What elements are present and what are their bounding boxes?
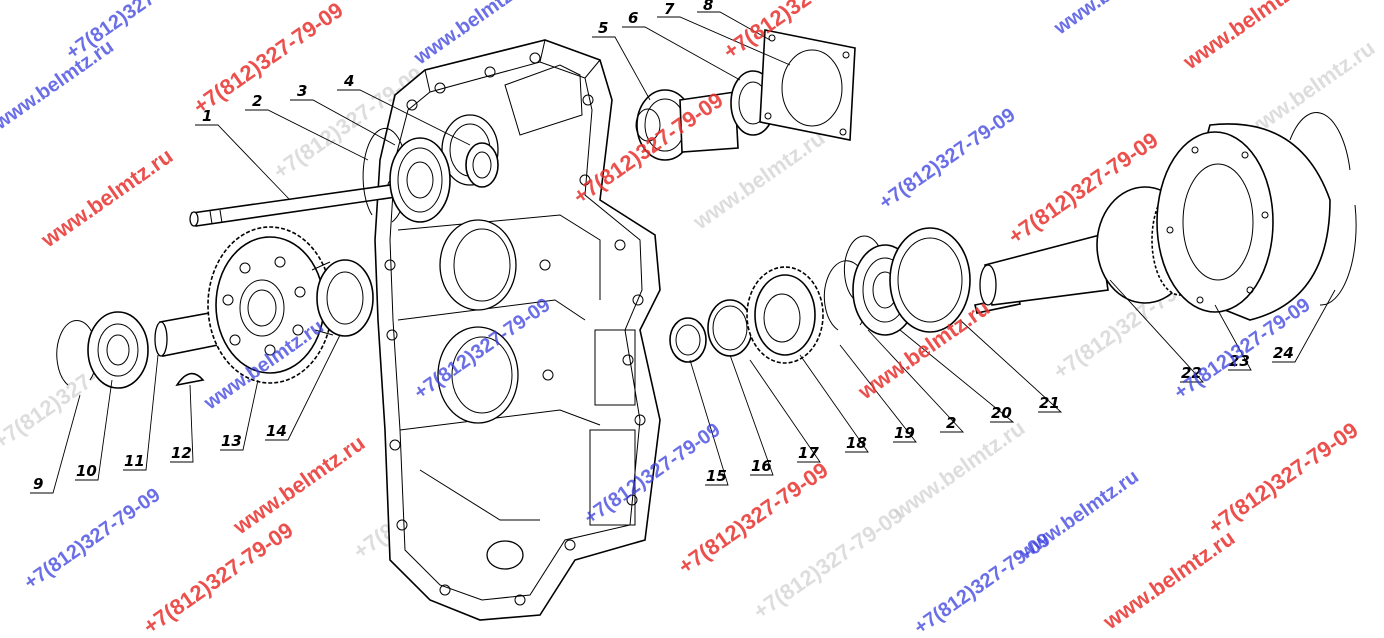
watermark-site: www.belmtz.ru	[228, 430, 370, 540]
part-10-bearing	[87, 311, 149, 389]
part-11-shaft	[154, 311, 219, 357]
watermark-faint-phone: +7(812)327-79-09	[749, 502, 908, 624]
callout-3: 3	[297, 82, 307, 100]
callout-6: 6	[628, 9, 638, 27]
part-21-cup	[889, 227, 971, 333]
callout-5: 5	[598, 19, 608, 37]
callout-11: 11	[124, 452, 145, 470]
part-23-cover	[1156, 123, 1331, 321]
watermark-site: www.belmtz.ru	[0, 36, 118, 135]
callout-9: 9	[33, 475, 43, 493]
callout-labels: 1 2 3 4 5 6 7 8 9 10 11 12 13 14 15 16 1…	[33, 0, 1294, 493]
callout-2: 2	[252, 92, 262, 110]
callout-14: 14	[266, 422, 287, 440]
watermark-site: www.belmtz.ru	[36, 143, 178, 253]
callout-13: 13	[221, 432, 242, 450]
part-13-large-gear	[207, 226, 333, 384]
callout-17: 17	[798, 444, 819, 462]
watermark-phone: +7(812)327-79-09	[139, 517, 298, 638]
part-3-bearing	[389, 137, 451, 223]
callout-8: 8	[703, 0, 713, 14]
part-24-snap-ring	[1289, 112, 1357, 306]
callout-18: 18	[846, 434, 867, 452]
watermark-phone: +7(812)327-79-09	[1204, 417, 1363, 539]
part-5-pinion	[635, 89, 739, 161]
callout-1: 1	[202, 107, 212, 125]
part-12-key	[175, 372, 205, 387]
callout-20: 20	[991, 404, 1012, 422]
callout-24: 24	[1273, 344, 1294, 362]
watermark-site: www.belmtz.ru	[1049, 0, 1177, 40]
watermark-phone: +7(812)327-79-09	[910, 529, 1054, 638]
part-18-gear	[746, 266, 824, 364]
callout-7: 7	[664, 0, 675, 18]
callout-22: 22	[1181, 364, 1202, 382]
callout-19: 19	[894, 424, 915, 442]
callout-4: 4	[343, 72, 354, 90]
watermark-phone: +7(812)327-79-09	[875, 104, 1019, 214]
callout-23: 23	[1229, 352, 1250, 370]
part-15-needle-bearing	[669, 317, 707, 363]
watermark-site: www.belmtz.ru	[1178, 0, 1320, 75]
callout-2b: 2	[946, 414, 956, 432]
part-8-cover-flange	[759, 29, 856, 141]
callout-21: 21	[1039, 394, 1060, 412]
part-4-gear-small	[465, 142, 499, 188]
watermark-phone: +7(812)327-79-09	[20, 484, 164, 594]
callout-16: 16	[751, 457, 772, 475]
callout-10: 10	[76, 462, 97, 480]
watermark-site: www.belmtz.ru	[1098, 525, 1240, 635]
callout-15: 15	[706, 467, 727, 485]
part-16-ring	[707, 299, 753, 357]
callout-12: 12	[171, 444, 192, 462]
part-14-gear-hub	[311, 259, 374, 337]
leader-lines	[30, 11, 1336, 494]
watermark-phone: +7(812)327-79-09	[189, 0, 348, 119]
